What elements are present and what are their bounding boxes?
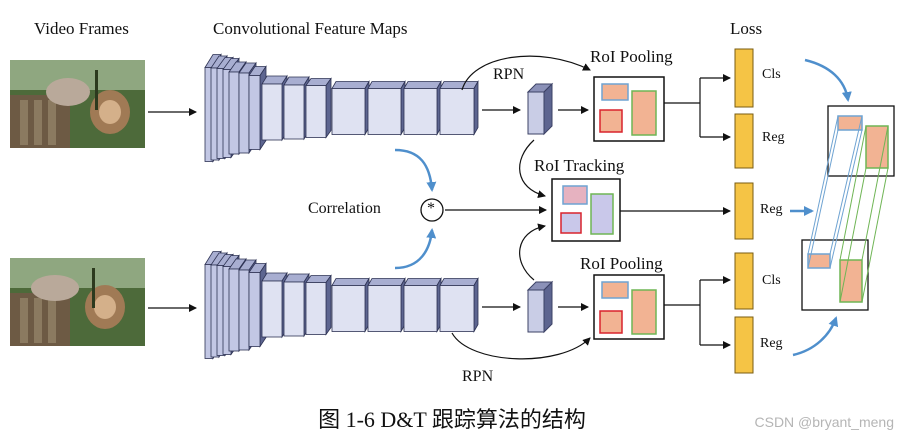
feature-map-layer	[248, 272, 261, 347]
loss-connectors	[620, 74, 731, 349]
video-frame-bottom	[10, 258, 145, 346]
rpn-curve-bottom	[451, 332, 591, 360]
blue-arrow-top-to-correlation	[394, 148, 437, 192]
loss-box-reg-1	[734, 113, 754, 169]
feature-map-top-face	[367, 81, 406, 89]
label-loss-reg-1: Reg	[762, 130, 785, 145]
feature-map-top-face	[439, 81, 479, 89]
blue-arrow-cls1-to-output	[804, 58, 852, 102]
label-correlation-symbol: *	[427, 200, 435, 217]
feature-map-layer	[367, 88, 402, 135]
label-loss-cls-2: Cls	[762, 273, 781, 288]
feature-map-layer	[238, 72, 250, 154]
loss-box-reg-2	[734, 182, 754, 240]
conv-feature-maps-top	[204, 53, 479, 163]
label-conv-maps: Convolutional Feature Maps	[213, 19, 408, 38]
loss-box-cls-2	[734, 252, 754, 310]
feature-map-layer	[367, 285, 402, 332]
figure-caption: 图 1-6 D&T 跟踪算法的结构	[318, 407, 586, 432]
conv-feature-maps-bottom	[204, 250, 479, 360]
feature-map-layer	[403, 285, 438, 332]
feature-map-side-face	[473, 276, 479, 334]
feature-map-layer	[331, 285, 366, 332]
feature-map-layer	[331, 88, 366, 135]
curve-rpn-top-to-tracking	[519, 139, 546, 199]
feature-map-side-face	[473, 79, 479, 137]
video-frame-top	[10, 60, 145, 148]
loss-box-reg-3	[734, 316, 754, 374]
rpn-slab-bottom	[526, 280, 554, 334]
feature-map-layer	[261, 280, 283, 338]
feature-map-layer	[248, 75, 261, 150]
label-roi-tracking: RoI Tracking	[534, 156, 625, 175]
feature-map-layer	[403, 88, 438, 135]
curve-rpn-bottom-to-tracking	[519, 223, 546, 281]
feature-map-layer	[283, 84, 305, 140]
roi-pooling-top-box	[593, 76, 665, 142]
feature-map-layer	[439, 88, 475, 135]
feature-map-layer	[228, 71, 240, 155]
feature-map-layer	[261, 83, 283, 141]
label-rpn-top: RPN	[493, 66, 525, 83]
feature-map-top-face	[367, 278, 406, 286]
feature-map-top-face	[331, 81, 370, 89]
roi-pooling-bottom-box	[593, 274, 665, 340]
feature-map-layer	[439, 285, 475, 332]
blue-arrow-reg3-to-output	[792, 316, 839, 357]
label-roi-pooling-bottom: RoI Pooling	[580, 254, 663, 273]
feature-map-top-face	[439, 278, 479, 286]
label-correlation: Correlation	[308, 200, 381, 217]
label-loss-reg-2: Reg	[760, 202, 783, 217]
label-loss-reg-3: Reg	[760, 336, 783, 351]
watermark: CSDN @bryant_meng	[754, 414, 895, 430]
rpn-curve-top	[461, 55, 591, 91]
blue-arrow-bottom-to-correlation	[394, 228, 437, 270]
feature-map-layer	[228, 268, 240, 352]
label-loss-cls-1: Cls	[762, 67, 781, 82]
rpn-slab-top	[526, 82, 554, 136]
feature-map-layer	[238, 269, 250, 351]
label-roi-pooling-top: RoI Pooling	[590, 47, 673, 66]
feature-map-top-face	[403, 81, 442, 89]
feature-map-layer	[305, 282, 327, 335]
roi-tracking-box	[551, 178, 621, 242]
feature-map-top-face	[403, 278, 442, 286]
feature-map-top-face	[331, 278, 370, 286]
label-loss: Loss	[730, 19, 763, 38]
feature-map-side-face	[325, 77, 332, 139]
feature-map-side-face	[325, 274, 332, 336]
feature-map-layer	[305, 85, 327, 138]
loss-box-cls-1	[734, 48, 754, 108]
label-rpn-bottom: RPN	[462, 368, 494, 385]
correlation-operator	[420, 198, 444, 222]
tracking-output	[801, 105, 895, 311]
feature-map-layer	[283, 281, 305, 337]
label-video-frames: Video Frames	[34, 19, 129, 38]
